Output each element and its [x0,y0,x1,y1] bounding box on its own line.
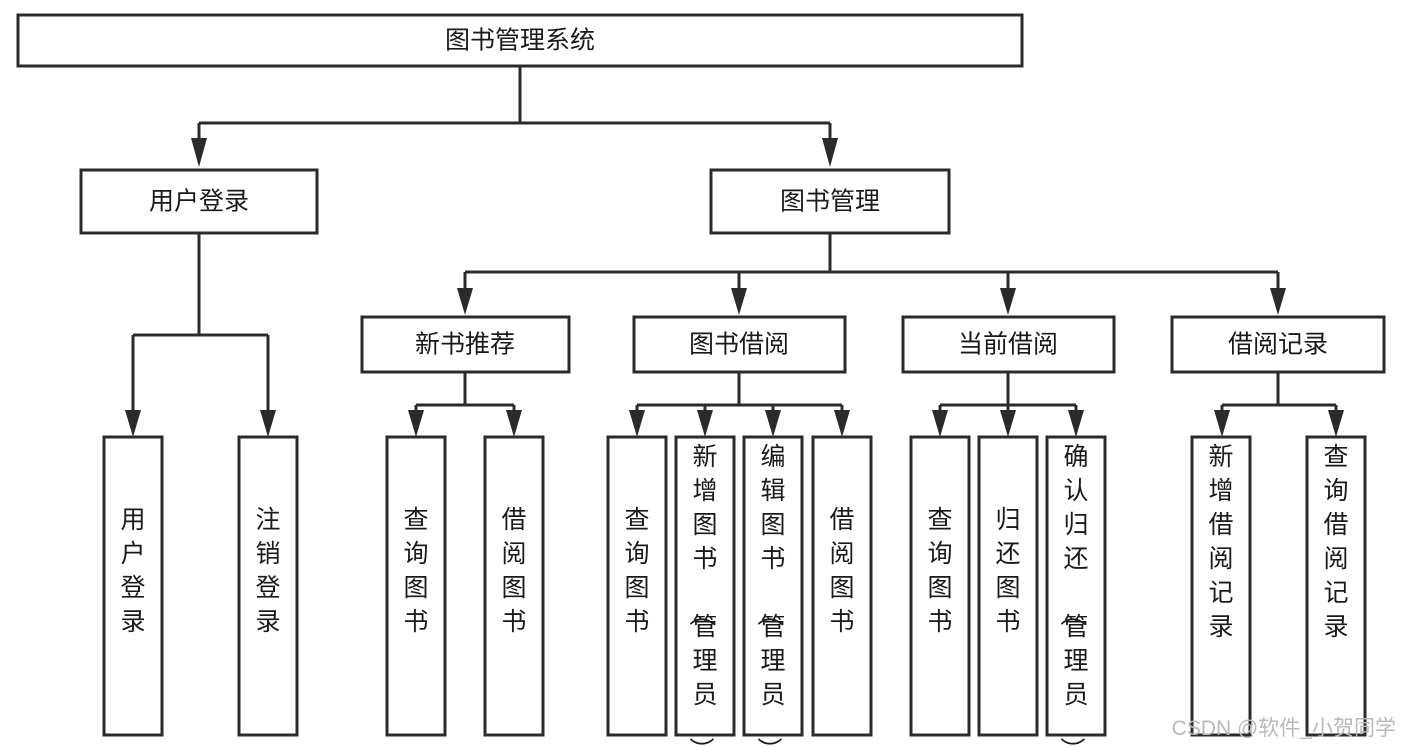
node-leaf-confirm-return-label: 确认归还（管理员） [1057,443,1088,747]
node-leaf-add-record[interactable]: 新增借阅记录 [1190,435,1252,737]
arrow-head-leaf-query-book-3 [932,410,948,437]
arrow-head-leaf-return-book [1000,410,1016,437]
node-leaf-logout-login-box[interactable] [237,435,299,737]
connector-group-book-manage-to-level3 [457,233,1286,315]
connector-group-current-borrow-to-leaves [932,372,1084,437]
node-leaf-user-login-box[interactable] [102,435,164,737]
node-root[interactable]: 图书管理系统 [16,13,1024,68]
node-leaf-add-record-label: 新增借阅记录 [1208,443,1233,641]
arrow-head-borrow-record [1270,288,1286,315]
arrow-head-leaf-query-book-2 [629,410,645,437]
node-borrow-record-label: 借阅记录 [1228,331,1328,359]
node-book-borrow-box[interactable] [632,315,847,374]
arrow-head-book-borrow [731,288,747,315]
node-leaf-query-record-box[interactable] [1305,435,1367,737]
node-leaf-edit-book[interactable]: 编辑图书（管理员） [742,435,804,747]
node-new-book-recommend-box[interactable] [360,315,571,374]
node-leaf-add-book-label: 新增图书（管理员） [686,443,717,747]
node-book-manage-label: 图书管理 [780,188,880,216]
arrow-head-book-manage [822,138,838,167]
node-borrow-record-box[interactable] [1170,315,1386,374]
arrow-head-leaf-add-record [1214,410,1230,437]
arrow-head-leaf-user-login [125,410,141,437]
node-leaf-borrow-book-2[interactable]: 借阅图书 [811,435,873,737]
node-root-label: 图书管理系统 [445,27,595,55]
connector-group-book-borrow-to-leaves [629,372,850,437]
node-leaf-return-book-label: 归还图书 [995,506,1020,636]
node-user-login[interactable]: 用户登录 [79,168,319,235]
node-leaf-add-book[interactable]: 新增图书（管理员） [674,435,736,747]
node-leaf-borrow-book-1[interactable]: 借阅图书 [483,435,545,737]
node-leaf-query-record[interactable]: 查询借阅记录 [1305,435,1367,737]
arrow-head-leaf-query-book-1 [408,410,424,437]
node-book-borrow[interactable]: 图书借阅 [632,315,847,374]
node-leaf-query-book-2-label: 查询图书 [624,506,649,636]
node-leaf-return-book-box[interactable] [977,435,1039,737]
node-book-borrow-label: 图书借阅 [689,331,789,359]
node-leaf-add-record-box[interactable] [1190,435,1252,737]
node-leaf-query-book-2-box[interactable] [606,435,668,737]
node-leaf-borrow-book-2-box[interactable] [811,435,873,737]
node-current-borrow-box[interactable] [901,315,1116,374]
arrow-head-leaf-query-record [1328,410,1344,437]
csdn-watermark: CSDN @软件_小贺同学 [1172,717,1396,740]
arrow-head-leaf-add-book [697,410,713,437]
connector-group-borrow-record-to-leaves [1214,372,1344,437]
node-current-borrow-label: 当前借阅 [958,331,1058,359]
node-leaf-logout-login[interactable]: 注销登录 [237,435,299,737]
node-borrow-record[interactable]: 借阅记录 [1170,315,1386,374]
node-user-login-box[interactable] [79,168,319,235]
connector-group-new-book-recommend-to-leaves [408,372,522,437]
connector-group-root-to-level2 [191,66,838,167]
node-leaf-borrow-book-2-label: 借阅图书 [829,506,854,636]
arrow-head-user-login [191,138,207,167]
node-current-borrow[interactable]: 当前借阅 [901,315,1116,374]
arrow-head-leaf-edit-book [765,410,781,437]
node-leaf-query-book-3[interactable]: 查询图书 [909,435,971,737]
node-leaf-query-book-1[interactable]: 查询图书 [385,435,447,737]
node-leaf-query-book-1-label: 查询图书 [403,506,428,636]
arrow-head-leaf-borrow-book-2 [834,410,850,437]
node-leaf-query-book-2[interactable]: 查询图书 [606,435,668,737]
node-root-box[interactable] [16,13,1024,68]
node-leaf-query-record-label: 查询借阅记录 [1323,443,1348,641]
arrow-head-new-book-recommend [457,288,473,315]
node-new-book-recommend-label: 新书推荐 [415,331,515,359]
node-new-book-recommend[interactable]: 新书推荐 [360,315,571,374]
arrow-head-current-borrow [1000,288,1016,315]
node-leaf-query-book-3-box[interactable] [909,435,971,737]
node-leaf-query-book-1-box[interactable] [385,435,447,737]
node-leaf-query-book-3-label: 查询图书 [927,506,952,636]
arrow-head-leaf-logout-login [260,410,276,437]
node-leaf-user-login-label: 用户登录 [120,506,145,636]
node-leaf-add-book-box[interactable] [674,435,736,737]
arrow-head-leaf-borrow-book-1 [506,410,522,437]
node-leaf-user-login[interactable]: 用户登录 [102,435,164,737]
node-leaf-confirm-return[interactable]: 确认归还（管理员） [1045,435,1107,747]
node-book-manage[interactable]: 图书管理 [709,168,951,235]
node-leaf-edit-book-box[interactable] [742,435,804,737]
node-leaf-edit-book-label: 编辑图书（管理员） [754,443,785,747]
arrow-head-leaf-confirm-return [1068,410,1084,437]
node-leaf-borrow-book-1-box[interactable] [483,435,545,737]
node-leaf-borrow-book-1-label: 借阅图书 [501,506,526,636]
node-leaf-confirm-return-box[interactable] [1045,435,1107,737]
node-leaf-return-book[interactable]: 归还图书 [977,435,1039,737]
node-user-login-label: 用户登录 [149,188,249,216]
connector-group-user-login-to-leaves [125,233,276,437]
node-leaf-logout-login-label: 注销登录 [255,506,280,636]
node-book-manage-box[interactable] [709,168,951,235]
